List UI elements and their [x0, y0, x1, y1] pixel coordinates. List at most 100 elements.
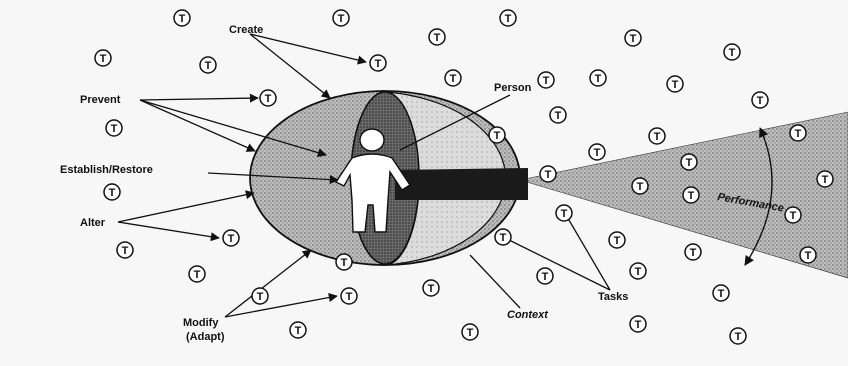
task-token: T	[648, 127, 666, 145]
task-token: T	[539, 165, 557, 183]
label-context: Context	[507, 309, 549, 321]
svg-text:T: T	[338, 13, 345, 25]
task-token: T	[94, 49, 112, 67]
task-token: T	[199, 56, 217, 74]
svg-text:T: T	[100, 53, 107, 65]
label-alter: Alter	[80, 217, 106, 229]
svg-text:T: T	[822, 174, 829, 186]
svg-text:T: T	[494, 130, 501, 142]
label-establish-restore: Establish/Restore	[60, 164, 153, 176]
svg-text:T: T	[672, 79, 679, 91]
svg-text:T: T	[790, 210, 797, 222]
svg-text:T: T	[228, 233, 235, 245]
task-token: T	[116, 241, 134, 259]
svg-text:T: T	[688, 190, 695, 202]
arrow	[117, 221, 220, 242]
svg-text:T: T	[346, 291, 353, 303]
task-token: T	[499, 9, 517, 27]
svg-text:T: T	[467, 327, 474, 339]
svg-text:T: T	[795, 128, 802, 140]
task-token: T	[188, 265, 206, 283]
task-token: T	[340, 287, 358, 305]
svg-text:T: T	[450, 73, 457, 85]
arrow	[207, 172, 339, 185]
task-token: T	[251, 287, 269, 305]
task-token: T	[729, 327, 747, 345]
task-token: T	[712, 284, 730, 302]
label-adapt: (Adapt)	[186, 331, 225, 343]
task-token: T	[536, 267, 554, 285]
task-token: T	[369, 54, 387, 72]
task-token: T	[682, 186, 700, 204]
svg-text:T: T	[375, 58, 382, 70]
task-token: T	[631, 177, 649, 195]
arrow	[139, 99, 327, 158]
task-token: T	[537, 71, 555, 89]
task-token: T	[549, 106, 567, 124]
svg-text:T: T	[637, 181, 644, 193]
svg-text:T: T	[122, 245, 129, 257]
svg-text:T: T	[194, 269, 201, 281]
svg-text:T: T	[545, 169, 552, 181]
label-modify: Modify	[183, 317, 219, 329]
performance-arrow	[744, 127, 773, 266]
task-token: T	[488, 126, 506, 144]
svg-text:T: T	[434, 32, 441, 44]
svg-text:T: T	[595, 73, 602, 85]
performance-band	[395, 168, 528, 200]
task-token: T	[289, 321, 307, 339]
leader-line	[504, 237, 611, 291]
svg-text:T: T	[718, 288, 725, 300]
label-tasks: Tasks	[598, 291, 628, 303]
task-tokens: T T T T T T T T T T T T T T T T T T T T T T T T T T T T T T T T T T T T T T T T…	[94, 9, 834, 345]
task-token: T	[608, 231, 626, 249]
svg-text:T: T	[614, 235, 621, 247]
svg-text:T: T	[111, 123, 118, 135]
svg-text:T: T	[205, 60, 212, 72]
task-token: T	[684, 243, 702, 261]
task-token: T	[555, 204, 573, 222]
svg-text:T: T	[654, 131, 661, 143]
task-token: T	[589, 69, 607, 87]
task-token: T	[494, 228, 512, 246]
svg-text:T: T	[295, 325, 302, 337]
person-figure	[334, 128, 411, 233]
task-token: T	[173, 9, 191, 27]
svg-text:T: T	[805, 250, 812, 262]
task-token: T	[666, 75, 684, 93]
label-prevent: Prevent	[80, 94, 121, 106]
svg-text:T: T	[635, 266, 642, 278]
task-token: T	[428, 28, 446, 46]
task-token: T	[799, 246, 817, 264]
task-token: T	[680, 153, 698, 171]
task-token: T	[816, 170, 834, 188]
svg-text:T: T	[757, 95, 764, 107]
svg-text:T: T	[109, 187, 116, 199]
leader-line	[399, 94, 511, 151]
arrow	[249, 33, 331, 99]
task-token: T	[444, 69, 462, 87]
task-token: T	[629, 262, 647, 280]
arrow	[139, 93, 259, 103]
svg-text:T: T	[543, 75, 550, 87]
svg-text:T: T	[686, 157, 693, 169]
task-token: T	[335, 253, 353, 271]
svg-text:T: T	[555, 110, 562, 122]
svg-text:T: T	[729, 47, 736, 59]
arrow	[224, 293, 338, 318]
task-token: T	[789, 124, 807, 142]
svg-text:T: T	[428, 283, 435, 295]
svg-text:T: T	[630, 33, 637, 45]
arrow	[249, 33, 367, 65]
svg-text:T: T	[561, 208, 568, 220]
svg-text:T: T	[179, 13, 186, 25]
task-token: T	[259, 89, 277, 107]
svg-text:T: T	[265, 93, 272, 105]
arrow	[224, 249, 312, 318]
task-token: T	[751, 91, 769, 109]
svg-text:T: T	[594, 147, 601, 159]
svg-text:T: T	[542, 271, 549, 283]
svg-text:T: T	[500, 232, 507, 244]
